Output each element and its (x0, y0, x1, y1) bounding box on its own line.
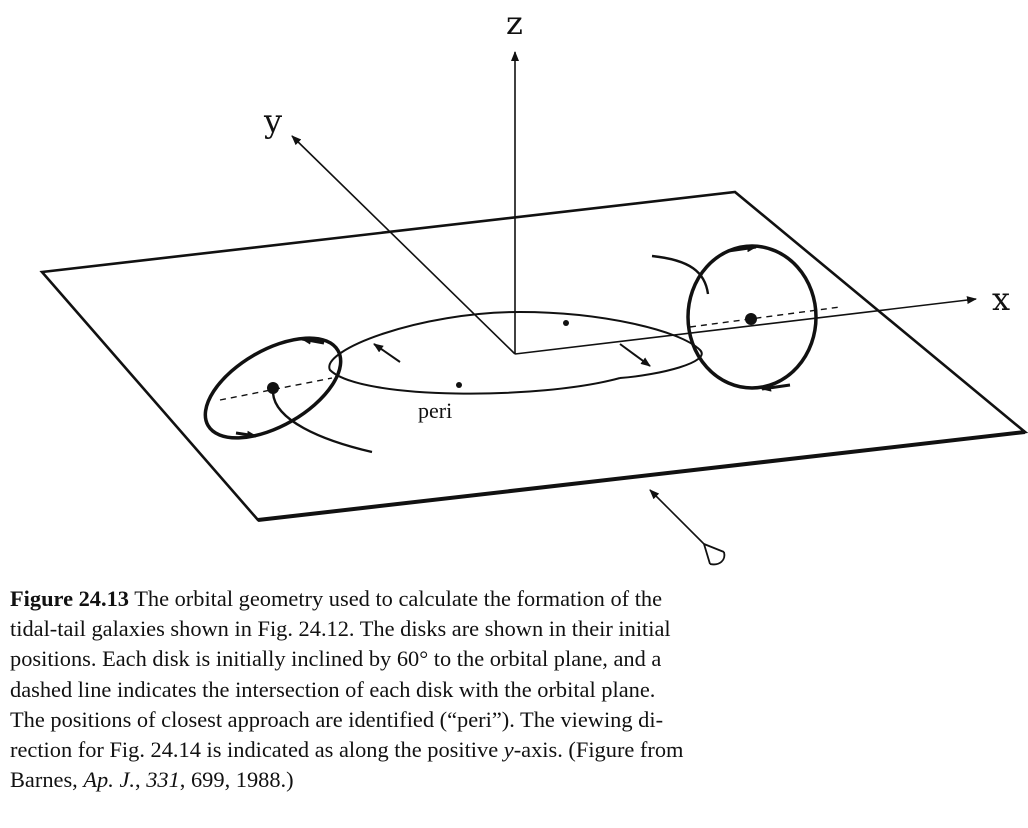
figure-caption: Figure 24.13 The orbital geometry used t… (10, 584, 1020, 795)
left-disk-arrow-top (301, 336, 325, 345)
x-axis (514, 296, 977, 355)
journal-volume: 331 (146, 767, 180, 793)
caption-line-1: Figure 24.13 The orbital geometry used t… (10, 586, 663, 611)
orbit-arrow-left (373, 343, 401, 363)
left-disk-arrow-bottom (235, 430, 257, 439)
peri-label: peri (418, 398, 452, 423)
journal-name: Ap. J. (83, 767, 135, 793)
orbital-plane-front-edge (257, 430, 1026, 522)
viewing-direction-arrow (649, 489, 706, 546)
right-disk-arrow-bottom (761, 383, 791, 392)
right-disk-intersection-line (689, 306, 841, 328)
figure-label: Figure 24.13 (10, 586, 129, 611)
eye-icon (703, 543, 726, 566)
caption-line-3: positions. Each disk is initially inclin… (10, 646, 662, 672)
x-axis-label: x (992, 280, 1010, 318)
right-disk-arrow-top (727, 244, 757, 253)
y-variable: y (503, 737, 514, 763)
left-galaxy-tail (271, 392, 373, 454)
relative-orbit-ellipse (328, 310, 703, 395)
caption-line-7: Barnes, Ap. J., 331, 699, 1988.) (10, 767, 294, 793)
caption-line-4: dashed line indicates the intersection o… (10, 676, 656, 702)
caption-line-6: rection for Fig. 24.14 is indicated as a… (10, 737, 684, 763)
right-galaxy-tail (651, 254, 710, 295)
orbital-plane (39, 190, 1028, 522)
caption-line-2: tidal-tail galaxies shown in Fig. 24.12.… (10, 616, 671, 642)
orbit-arrow-right (619, 343, 651, 367)
left-galaxy-center (267, 382, 279, 394)
y-axis-label: y (263, 102, 282, 140)
peri-point-near (456, 382, 462, 388)
peri-point-far (563, 320, 569, 326)
caption-line-5: The positions of closest approach are id… (10, 706, 664, 732)
y-axis (291, 135, 516, 355)
orbital-geometry-diagram: z y x peri (39, 4, 1028, 566)
orbital-geometry-figure: z y x peri (39, 4, 1028, 566)
z-axis-label: z (506, 4, 523, 42)
right-galaxy-center (745, 313, 757, 325)
